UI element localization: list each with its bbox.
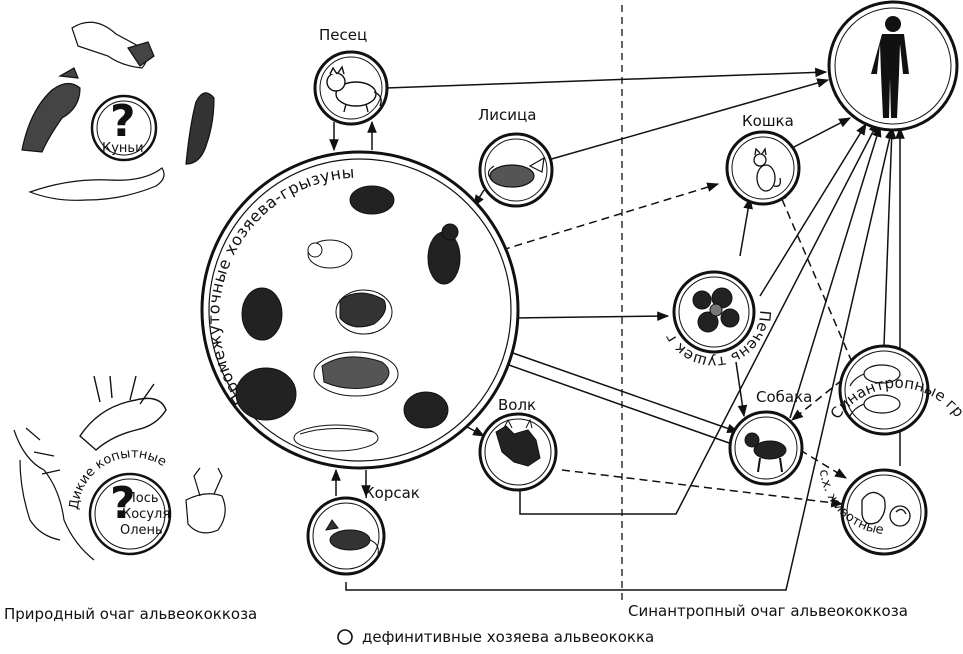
fox-icon [487,156,545,188]
synanthropic-focus-caption: Синантропный очаг альвеококкоза [628,602,908,620]
korsak-node: Корсак [306,484,420,576]
koshka-node: Кошка [725,112,801,206]
legend-circle-symbol [337,629,353,645]
arrow-pesets-human [385,67,828,89]
human-icon [871,16,909,118]
kunyi-label: Куньи [102,141,144,156]
kunyi-group: ? Куньи [21,21,215,201]
ungulates-question: ? [110,478,136,529]
arrow-synrodents-human [883,126,897,347]
arrow-rodents-dog-2 [505,363,733,445]
marten-icon [21,21,215,201]
arrow-liver-human [759,122,867,297]
rodent-icon [235,185,461,452]
arrow-synrodents-cat [777,188,853,363]
moose-label: Лось [126,491,159,506]
sheep-icon [861,491,911,527]
arrow-wolf-farm [561,469,844,508]
arrow-dog-farm [799,449,848,479]
arrow-synrodents-dog [791,379,843,421]
human-node [827,0,959,132]
rat-icon [849,364,901,417]
ungulates-group: ? Лось Косуля Олень Дикие копытные [13,375,226,561]
rodent-circle: Промежуточные хозяева-грызуны [200,150,520,470]
corsac-icon [325,519,379,555]
pesets-node: Песец [313,26,389,126]
lisitsa-node: Лисица [478,106,554,208]
cat-icon [753,147,782,192]
legend-caption: дефинитивные хозяева альвеококка [362,628,654,646]
roe-deer-icon [185,467,226,534]
sobaka-label: Собака [756,388,812,406]
arrow-liver-cat [739,196,753,257]
arrow-wolf-human [519,120,879,515]
koshka-label: Кошка [742,112,794,130]
wolf-icon [495,418,541,467]
pesets-label: Песец [319,26,367,44]
korsak-label: Корсак [364,484,420,502]
arrow-cat-human [791,117,852,149]
arrow-rodents-cat [501,182,720,251]
arrow-korsak-human [345,126,895,591]
deer-label: Олень [120,523,163,538]
reindeer-icon [13,427,95,561]
arctic-fox-icon [326,65,382,113]
arrow-rodents-dog-1 [509,351,740,433]
volk-label: Волк [498,396,536,414]
kunyi-question: ? [110,96,136,147]
arrow-dog-human [789,124,882,419]
farm-animals-node: с.х. животные [816,468,928,556]
natural-focus-caption: Природный очаг альвеококкоза [4,605,257,623]
dog-icon [744,432,787,473]
lisitsa-label: Лисица [478,106,536,124]
volk-node: Волк [478,396,558,492]
liver-icon [692,287,740,333]
roe-deer-label: Косуля [122,507,170,522]
arrow-fox-human [547,78,830,161]
sobaka-node: Собака [728,388,812,486]
arrow-rodents-liver [511,311,670,321]
moose-icon [79,375,167,451]
